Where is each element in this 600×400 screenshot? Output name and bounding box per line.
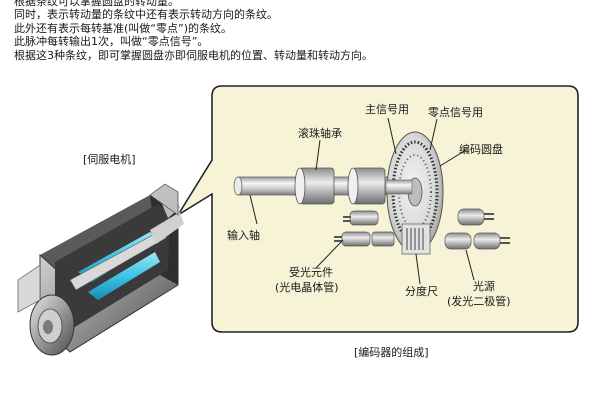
- intro-line: 此外还有表示每转基准(叫做“零点”)的条纹。: [14, 21, 232, 35]
- leader-lines: [249, 117, 475, 285]
- scale-label: 分度尺: [405, 285, 438, 298]
- figure-caption: [编码器的组成]: [354, 346, 429, 359]
- servo-motor-illustration: [17, 183, 184, 356]
- ball-bearing-label: 滚珠轴承: [298, 127, 342, 140]
- encoder-disk: [385, 131, 444, 253]
- scale-plate: [401, 223, 431, 255]
- ball-bearing-left: [294, 167, 335, 205]
- encoder-disk-label: 编码圆盘: [459, 143, 503, 156]
- intro-text: 根据条纹可以掌握圆盘的转动量。 同时，表示转动量的条纹中还有表示转动方向的条纹。…: [14, 0, 594, 62]
- intro-line: 根据这3种条纹，即可掌握圆盘亦即伺服电机的位置、转动量和转动方向。: [14, 48, 373, 62]
- light-source-label: 光源: [473, 280, 495, 293]
- input-shaft-label: 输入轴: [227, 229, 260, 242]
- servo-motor-label: [伺服电机]: [83, 153, 136, 166]
- receiver-sub-label: (光电晶体管): [275, 281, 339, 294]
- intro-line: 根据条纹可以掌握圆盘的转动量。: [14, 0, 179, 8]
- main-signal-label: 主信号用: [365, 103, 409, 116]
- ball-bearing-right: [347, 167, 386, 205]
- encoder-panel: [177, 85, 579, 333]
- receiver-elements: [334, 210, 395, 247]
- intro-line: 此脉冲每转输出1次，叫做“零点信号”。: [14, 35, 209, 49]
- intro-line: 同时，表示转动量的条纹中还有表示转动方向的条纹。: [14, 8, 278, 22]
- zero-signal-label: 零点信号用: [428, 106, 483, 119]
- receiver-label: 受光元件: [289, 266, 333, 279]
- light-sources: [444, 208, 510, 250]
- light-source-sub-label: (发光二极管): [447, 295, 511, 308]
